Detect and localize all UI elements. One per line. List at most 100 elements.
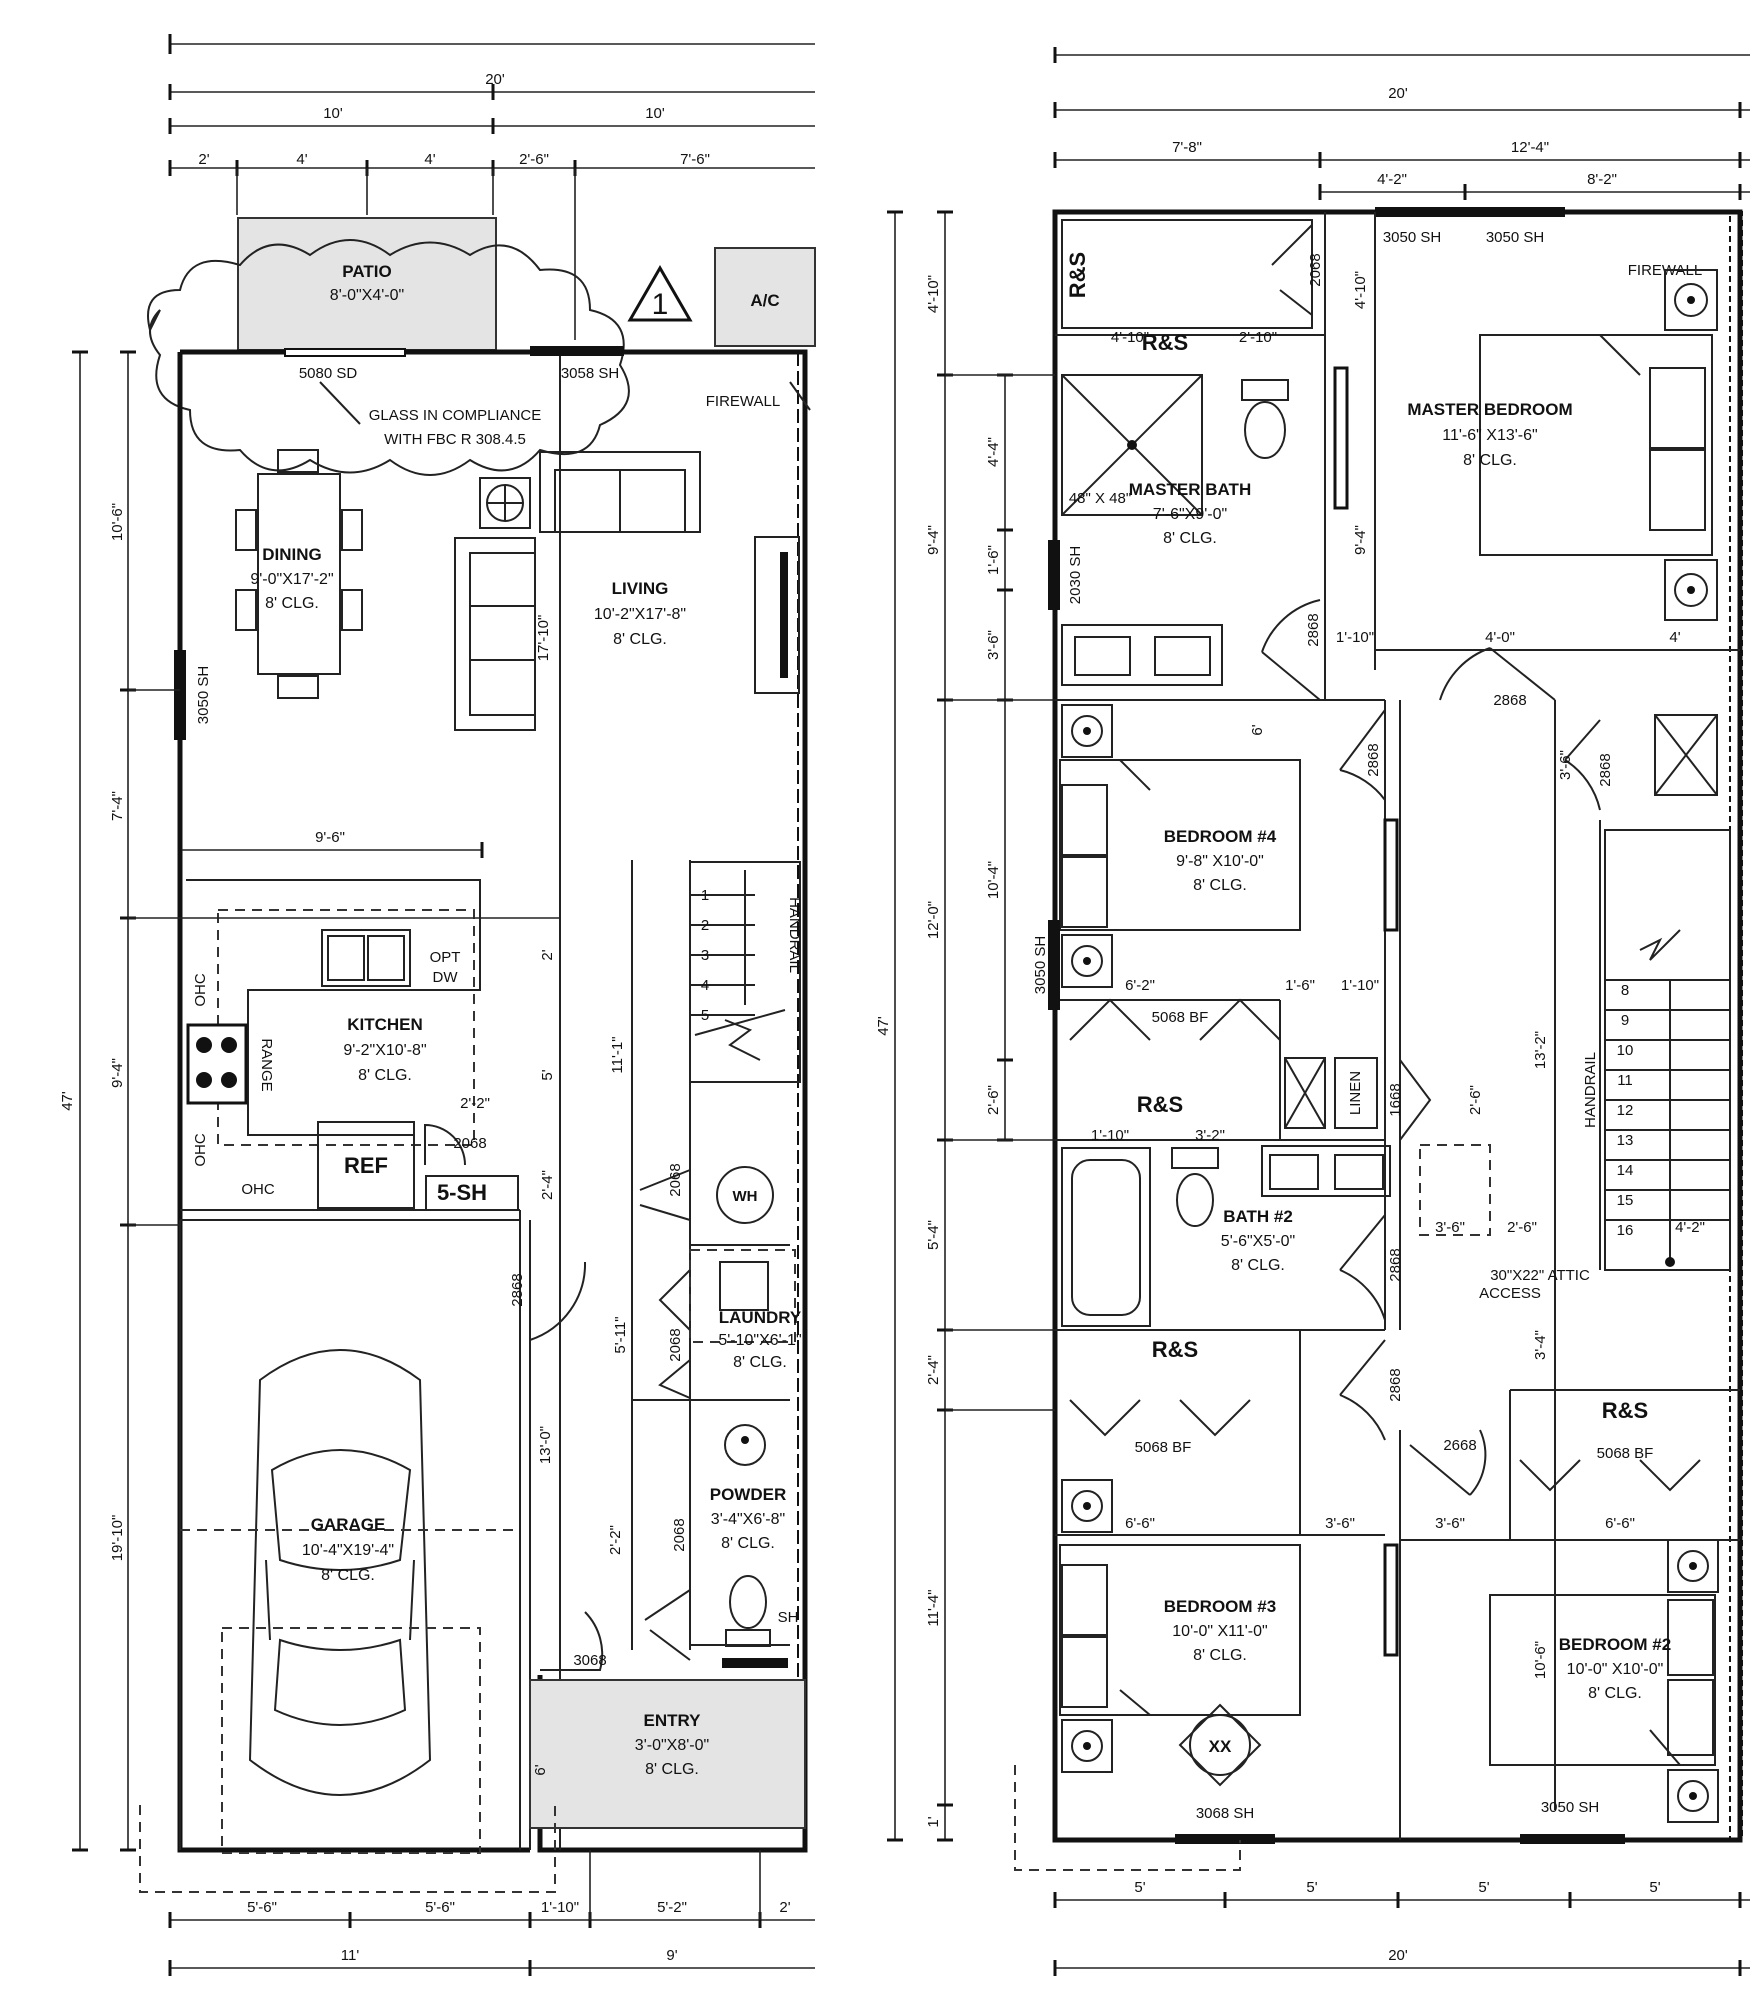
- rs-label-4: R&S: [1152, 1337, 1198, 1362]
- bed3-icon: [1059, 1544, 1301, 1716]
- ohc-label-3: OHC: [241, 1181, 275, 1198]
- patio-label: PATIO: [342, 262, 391, 281]
- living-label: LIVING: [612, 579, 669, 598]
- opt-dw-line2: DW: [433, 969, 459, 986]
- first-floor-stair: [689, 861, 801, 1083]
- bedroom4-clg: 8' CLG.: [1193, 877, 1247, 894]
- kitchen-counter: [186, 879, 481, 1136]
- stair2-step-13: 13: [1617, 1132, 1634, 1149]
- stair-step-1: 1: [701, 887, 709, 904]
- laundry-size: 5'-10"X6'-1": [718, 1332, 801, 1349]
- stair-handrail-label: HANDRAIL: [786, 897, 803, 973]
- bedroom3-label: BEDROOM #3: [1164, 1597, 1276, 1616]
- rs-label-3: R&S: [1137, 1092, 1183, 1117]
- dim-seg4: 2'-6": [519, 151, 549, 168]
- bath2-toilet-icon: [1171, 1147, 1219, 1227]
- bed4-dim-1: 6'-2": [1125, 977, 1155, 994]
- dim2-left-2c: 3'-6": [985, 630, 1002, 660]
- stair-step-5: 5: [701, 1007, 709, 1024]
- bathtub-icon: [1061, 1147, 1151, 1327]
- sliding-door-window: [284, 348, 406, 357]
- bath2-dim-2: 3'-2": [1195, 1127, 1225, 1144]
- master-depth-dim: 9'-4": [1352, 525, 1369, 555]
- bed3-nightstand-top: [1061, 1479, 1113, 1533]
- garage-label: GARAGE: [311, 1515, 386, 1534]
- first-floor-bottom-dimensions: [168, 1850, 815, 1976]
- window-sd-label: 5080 SD: [299, 365, 358, 382]
- attic-dim-3: 3'-4": [1532, 1330, 1549, 1360]
- stair2-step-14: 14: [1617, 1162, 1634, 1179]
- bath2-door-swing: [1339, 1214, 1386, 1321]
- dim-bottom-2: 5'-6": [425, 1899, 455, 1916]
- window-top-2-label: 3050 SH: [1486, 229, 1544, 246]
- master-bath-window: [1048, 540, 1060, 610]
- bed4-mirror: [1383, 818, 1399, 932]
- patio-size: 8'-0"X4'-0": [330, 287, 404, 304]
- water-heater-label: WH: [733, 1188, 758, 1205]
- nightstand-top: [1664, 269, 1718, 331]
- stair2-dim: 4'-2": [1675, 1219, 1705, 1236]
- bedroom3-clg: 8' CLG.: [1193, 1647, 1247, 1664]
- dim-seg1: 2': [198, 151, 209, 168]
- bed3-nightstand-bottom: [1061, 1719, 1113, 1773]
- bed4-window: [1048, 920, 1060, 1010]
- powder-sink-icon: [724, 1424, 766, 1466]
- bed-dim-4: 6'-6": [1605, 1515, 1635, 1532]
- living-clg: 8' CLG.: [613, 631, 667, 648]
- second-floor-plan: 20' 7'-8" 12'-4" 4'-2" 8'-2" 3050 SH 305…: [875, 47, 1750, 1976]
- master-bed-icon: [1479, 334, 1713, 556]
- powder-label: POWDER: [710, 1485, 787, 1504]
- ac-pad: [714, 247, 816, 347]
- range-icon: [186, 1023, 248, 1105]
- entry-slab: [529, 1679, 806, 1829]
- bed3-door-swing: [1339, 1339, 1386, 1441]
- stair2-step-15: 15: [1617, 1192, 1634, 1209]
- dim2-left-4: 5'-4": [925, 1220, 942, 1250]
- bath2-dim-1: 1'-10": [1091, 1127, 1129, 1144]
- xx-label: XX: [1209, 1737, 1232, 1756]
- stair-step-2: 2: [701, 917, 709, 934]
- dim-26: 2'-6": [1467, 1085, 1484, 1115]
- powder-size: 3'-4"X6'-8": [711, 1511, 785, 1528]
- second-floor-interior-walls: [1055, 212, 1740, 1840]
- firewall-label: FIREWALL: [706, 393, 780, 410]
- bath2-label: BATH #2: [1223, 1207, 1293, 1226]
- range-label: RANGE: [258, 1038, 275, 1091]
- laundry-door-label: 2068: [667, 1328, 684, 1361]
- laundry-clg: 8' CLG.: [733, 1354, 787, 1371]
- master-bedroom-clg: 8' CLG.: [1463, 452, 1517, 469]
- dim2-top-r1: 4'-2": [1377, 171, 1407, 188]
- bed2-icon: [1489, 1594, 1716, 1766]
- right-closet-door-label: 2868: [1597, 753, 1614, 786]
- dim-left-total: 47': [59, 1091, 76, 1111]
- rs-label-2: R&S: [1142, 330, 1188, 355]
- bedroom4-label: BEDROOM #4: [1164, 827, 1277, 846]
- bed2-nightstand-bottom: [1667, 1769, 1719, 1823]
- bed-dim-2: 3'-6": [1325, 1515, 1355, 1532]
- first-floor-left-dimensions: [72, 350, 560, 1852]
- bed3-window: [1175, 1834, 1275, 1844]
- laundry-bifold: [658, 1269, 691, 1399]
- linen-closet: [1284, 1057, 1378, 1129]
- bed4-closet-label: 5068 BF: [1152, 1009, 1209, 1026]
- hall-door-label: 2868: [1493, 692, 1526, 709]
- linen-door-label: 1668: [1387, 1083, 1404, 1116]
- kitchen-label: KITCHEN: [347, 1015, 423, 1034]
- dim2-bottom-3: 5': [1478, 1879, 1489, 1896]
- bed2-window: [1520, 1834, 1625, 1844]
- bath2-door-label: 2868: [1387, 1248, 1404, 1281]
- dim-bottom-3: 1'-10": [541, 1899, 579, 1916]
- second-floor-left-dimensions: [887, 210, 1055, 1842]
- car-outline-dashed: [221, 1627, 481, 1854]
- dim-total-width: 20': [485, 71, 505, 88]
- stair2-step-8: 8: [1621, 982, 1629, 999]
- kitchen-sink-icon: [321, 929, 411, 987]
- rs-label-5: R&S: [1602, 1398, 1648, 1423]
- closet-door-label: 2068: [667, 1163, 684, 1196]
- master-bath-clg: 8' CLG.: [1163, 530, 1217, 547]
- entry-size: 3'-0"X8'-0": [635, 1737, 709, 1754]
- rs-door-swing: [1271, 224, 1313, 316]
- right-closet-door: [1564, 719, 1601, 811]
- bedroom2-label: BEDROOM #2: [1559, 1635, 1671, 1654]
